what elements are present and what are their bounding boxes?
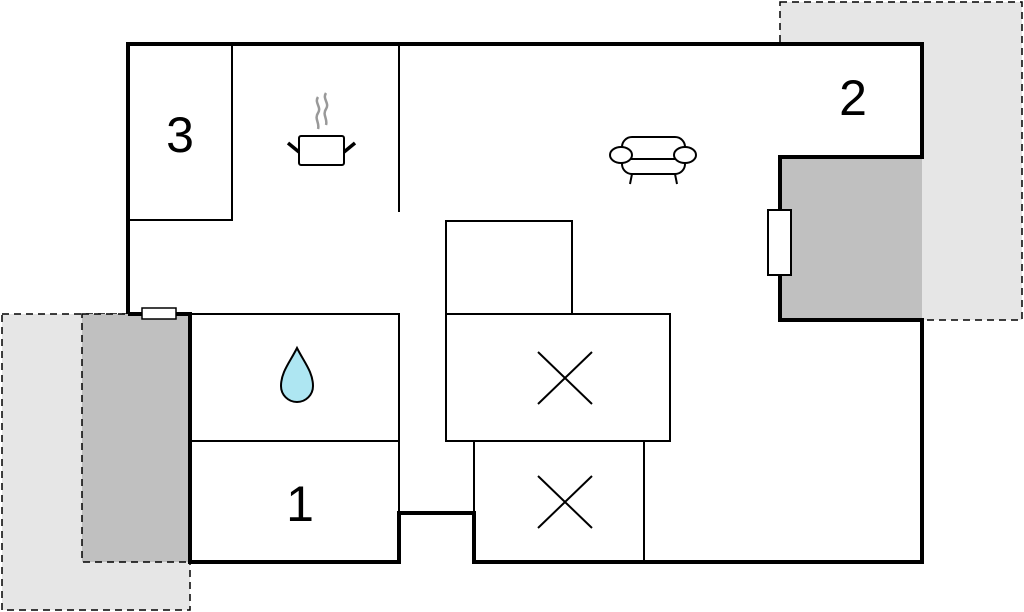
interior-floor <box>128 44 922 562</box>
window <box>141 307 177 320</box>
cooking-pot-icon <box>286 92 357 166</box>
room-label-2: 2 <box>839 70 867 126</box>
window <box>767 209 792 276</box>
bedroom-3-walls <box>128 44 233 221</box>
room-label-1: 1 <box>286 476 314 532</box>
cross-icon <box>537 351 593 405</box>
terrace-left-covered <box>81 313 191 563</box>
terrace-right-covered <box>780 157 922 320</box>
cross-icon <box>537 475 593 529</box>
void-lower <box>473 440 645 563</box>
water-drop-icon <box>279 345 315 403</box>
room-label-3: 3 <box>166 107 194 163</box>
sofa-icon <box>609 136 697 185</box>
